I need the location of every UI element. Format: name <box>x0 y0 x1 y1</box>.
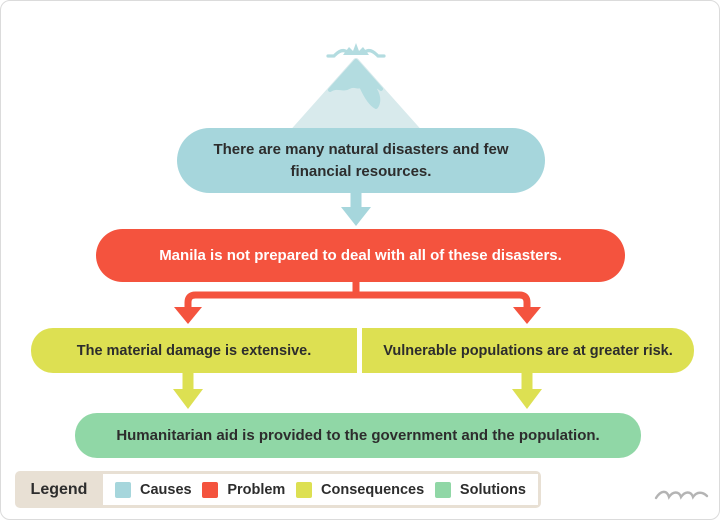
solutions-text: Humanitarian aid is provided to the gove… <box>116 427 600 444</box>
legend-item-label: Solutions <box>459 481 526 498</box>
legend-item-label: Causes <box>140 481 192 498</box>
causes-text-line2: financial resources. <box>290 162 432 180</box>
legend-item-causes: Causes <box>115 481 192 498</box>
legend-title: Legend <box>30 480 88 498</box>
down-arrow-yellow-right-icon <box>512 372 542 409</box>
consequence-left-box: The material damage is extensive. <box>31 328 357 373</box>
consequence-right-text: Vulnerable populations are at greater ri… <box>383 342 673 359</box>
solutions-box: Humanitarian aid is provided to the gove… <box>75 413 641 458</box>
down-arrow-yellow-left-icon <box>173 372 203 409</box>
problem-swatch-icon <box>202 481 219 498</box>
causes-box: There are many natural disasters and few… <box>177 128 545 193</box>
problem-box: Manila is not prepared to deal with all … <box>96 229 625 282</box>
problem-text: Manila is not prepared to deal with all … <box>159 247 562 264</box>
consequence-left-text: The material damage is extensive. <box>76 342 312 359</box>
legend-item-solutions: Solutions <box>434 481 526 498</box>
causes-text-line1: There are many natural disasters and few <box>213 140 509 158</box>
legend-item-label: Problem <box>227 481 286 498</box>
legend-item-label: Consequences <box>321 481 425 498</box>
solutions-swatch-icon <box>434 481 451 498</box>
eruption-icon <box>326 43 386 58</box>
causes-swatch-icon <box>115 481 131 498</box>
volcano-icon <box>288 43 424 137</box>
watermark <box>654 490 709 500</box>
snow-cap-shape <box>328 59 383 109</box>
legend-item-consequences: Consequences <box>296 481 425 498</box>
consequences-swatch-icon <box>296 481 313 498</box>
legend: Legend Causes Problem Consequences Solut… <box>15 471 541 508</box>
branch-arrow-red-icon <box>174 280 541 324</box>
legend-panel: Causes Problem Consequences Solutions <box>103 474 538 505</box>
down-arrow-blue-icon <box>341 192 371 226</box>
legend-item-problem: Problem <box>202 481 286 498</box>
consequence-right-box: Vulnerable populations are at greater ri… <box>362 328 694 373</box>
